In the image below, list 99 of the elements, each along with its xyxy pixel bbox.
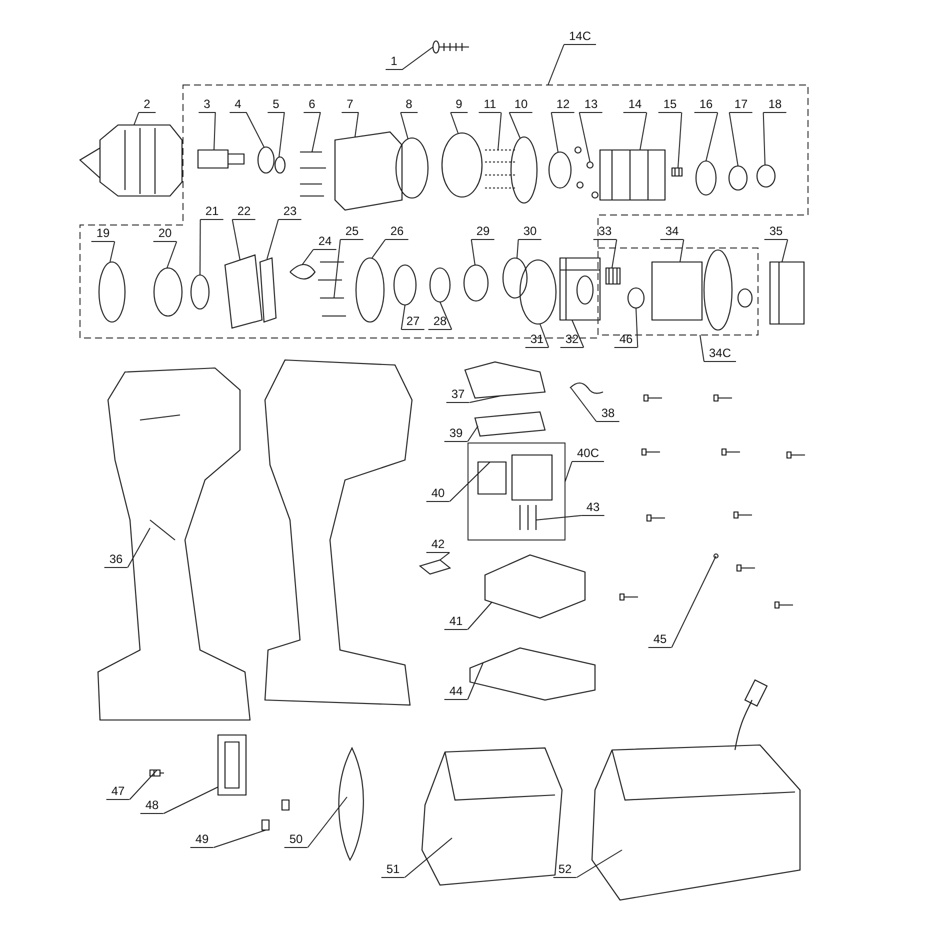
strap-drawing: [338, 747, 364, 861]
leader-line: [467, 662, 484, 700]
housing-drawing: [97, 359, 413, 721]
leader-line: [540, 324, 550, 348]
callout-number: 48: [140, 799, 164, 814]
leader-line: [163, 786, 218, 814]
leader-line: [129, 770, 158, 800]
callout-number: 38: [596, 407, 620, 422]
leader-line: [678, 112, 682, 168]
leader-line: [200, 219, 201, 276]
leader-line: [400, 304, 406, 330]
leader-line: [700, 334, 704, 362]
callout-number: 52: [553, 863, 577, 878]
leader-line: [550, 112, 558, 152]
leader-line: [640, 112, 648, 150]
leader-line: [354, 112, 359, 138]
callout-number: 42: [426, 538, 450, 553]
leader-line: [671, 556, 716, 648]
callout-number: 40: [426, 487, 450, 502]
callout-number: 47: [106, 785, 130, 800]
leader-line: [636, 308, 638, 348]
chuck-drawing: [79, 124, 183, 197]
leader-line: [232, 219, 240, 260]
leader-line: [536, 515, 582, 520]
belt-clip-drawing: [217, 734, 247, 796]
leader-line: [548, 44, 564, 86]
group-frame: [598, 248, 758, 336]
leader-line: [762, 112, 766, 166]
callout-number: 44: [444, 685, 468, 700]
callout-number: 46: [614, 333, 638, 348]
leader-line: [278, 112, 285, 158]
leader-line: [127, 528, 150, 568]
group-frame: [468, 442, 566, 540]
leader-line: [334, 239, 341, 298]
leader-line: [134, 112, 140, 126]
callout-number: 31: [525, 333, 549, 348]
plate-drawing: [469, 647, 596, 701]
callout-number: 45: [648, 633, 672, 648]
slider-drawing: [474, 411, 546, 437]
leader-line: [467, 602, 492, 630]
callout-number: 34C: [704, 347, 736, 362]
callout-number: 33: [593, 225, 617, 240]
leader-line: [706, 112, 718, 162]
leader-line: [312, 112, 321, 152]
leader-line: [572, 320, 584, 348]
screw-set-drawing: [619, 394, 806, 609]
switch-cover-drawing: [464, 361, 546, 399]
callout-number: 14C: [564, 30, 596, 45]
leader-line: [449, 462, 490, 502]
callout-number: 41: [444, 615, 468, 630]
callout-number: 32: [560, 333, 584, 348]
callout-number: 34: [660, 225, 684, 240]
leader-line: [508, 112, 520, 138]
leader-line: [578, 112, 590, 162]
leader-line: [402, 46, 434, 70]
leader-line: [372, 239, 386, 258]
callout-number: 35: [764, 225, 788, 240]
leader-line: [440, 552, 450, 560]
leader-line: [400, 112, 408, 140]
bit-holder-drawing: [261, 799, 290, 831]
leader-line: [307, 796, 348, 848]
leader-line: [570, 388, 597, 422]
leader-line: [469, 396, 500, 403]
callout-number: 51: [381, 863, 405, 878]
leader-line: [564, 461, 572, 482]
leader-line: [516, 239, 519, 258]
callout-number: 37: [446, 388, 470, 403]
leader-line: [470, 239, 476, 266]
callout-number: 39: [444, 427, 468, 442]
leader-line: [450, 112, 458, 134]
clip-drawing: [149, 769, 165, 777]
leader-line: [498, 112, 502, 150]
callout-number: 49: [190, 833, 214, 848]
leader-line: [467, 426, 478, 442]
leader-line: [302, 249, 314, 266]
leader-line: [166, 241, 178, 268]
leader-line: [782, 239, 788, 262]
leader-line: [110, 241, 116, 262]
callout-number: 50: [284, 833, 308, 848]
callout-number: 2: [138, 98, 156, 113]
charger-drawing: [591, 679, 801, 901]
motor-housing-drawing: [769, 261, 805, 325]
callout-number: 1: [386, 55, 402, 70]
leader-line: [404, 838, 452, 878]
leader-line: [266, 219, 279, 260]
leader-line: [612, 239, 618, 268]
leader-line: [576, 850, 622, 878]
leader-line: [214, 112, 216, 150]
callout-number: 40C: [572, 447, 604, 462]
light-drawing: [418, 559, 452, 575]
leader-line: [728, 112, 738, 166]
spring-drawing: [570, 382, 604, 394]
leader-line: [246, 112, 264, 148]
leader-line: [440, 302, 452, 330]
screw-drawing: [432, 40, 470, 54]
circuit-board-drawing: [484, 554, 586, 619]
leader-line: [680, 239, 684, 262]
leader-line: [213, 830, 266, 848]
callout-number: 43: [581, 501, 605, 516]
